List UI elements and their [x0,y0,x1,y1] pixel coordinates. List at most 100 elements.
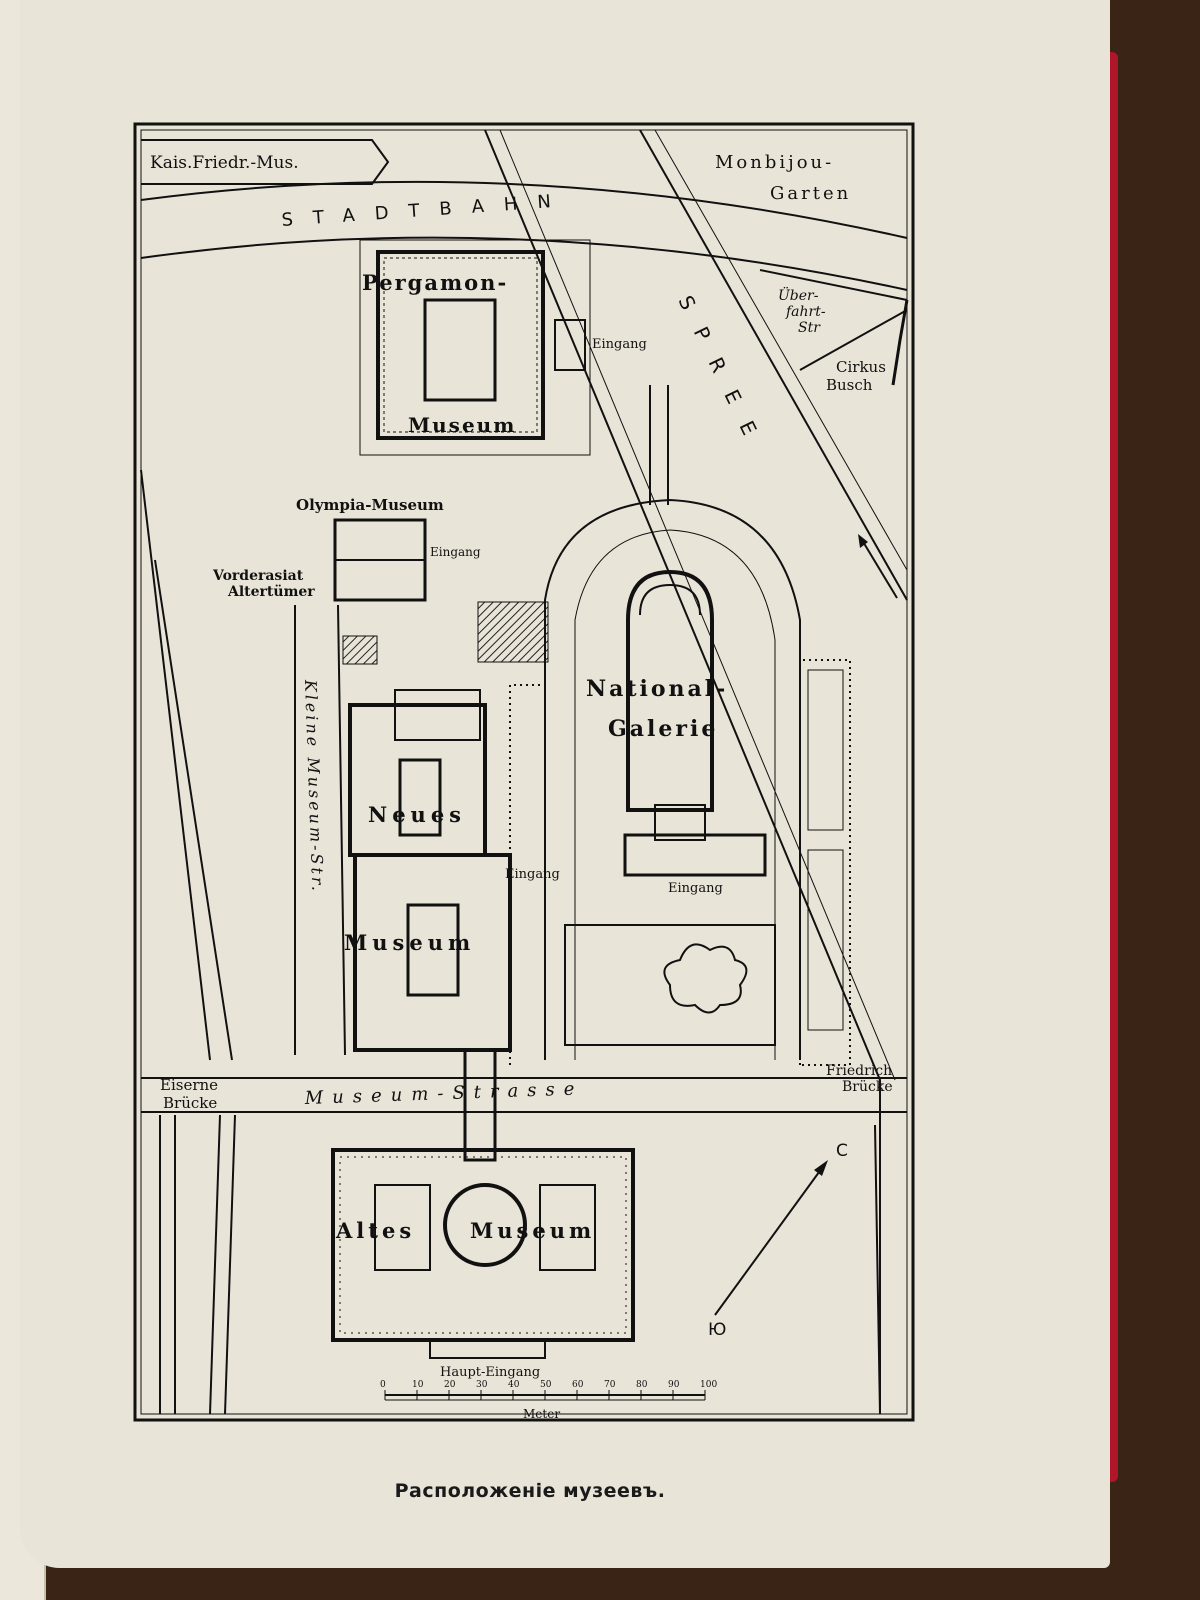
label-compass-north: C [836,1141,848,1161]
label-altertuemer: Altertümer [227,584,315,600]
left-lower-line-3 [209,1114,221,1415]
label-garten: Garten [770,183,851,204]
left-street-line-1 [140,469,211,1061]
hatched-area-large [477,601,549,663]
label-eingang-pergamon: Eingang [592,337,647,352]
river-flow-arrow [861,539,898,599]
label-busch: Busch [826,376,873,394]
fountain [663,943,748,1014]
altes-museum-building [331,1148,635,1342]
scale-tick-label: 50 [540,1380,552,1390]
pergamon-courtyard [423,298,497,402]
stadtbahn-edge-top [140,180,908,239]
label-kleine-museum-str: Kleine Museum-Str. [301,678,327,894]
scale-tick-label: 0 [380,1380,386,1390]
label-monbijou: Monbijou- [715,152,834,173]
label-national: National- [586,676,728,702]
label-stadtbahn: STADTBAHN [281,190,572,231]
label-eingang-national-side: Eingang [505,867,560,882]
neues-museum-north [348,703,487,857]
neues-museum-hall [406,903,460,997]
map-frame [133,122,915,1422]
label-vorderasiat: Vorderasiat [212,568,304,584]
map-caption: Расположеніе музеевъ. [394,1480,666,1502]
galerie-path-outer [544,498,801,1060]
scale-tick-label: 80 [636,1380,648,1390]
pergamon-colonnade [383,257,538,433]
label-altes-museum: Museum [470,1218,595,1243]
scale-tick-label: 60 [572,1380,584,1390]
galerie-stair [654,804,706,841]
colonnade-garden-2 [807,849,844,1031]
right-lower-line [874,1124,881,1415]
altes-museum-rotunda [443,1183,527,1267]
scale-tick-label: 100 [700,1380,717,1390]
neues-museum-south [353,853,512,1052]
label-eiserne: Eiserne [160,1076,218,1094]
galerie-garden [564,924,776,1046]
spree-bank-left-inner [499,129,896,1081]
label-bruecke-right: Brücke [842,1079,893,1095]
label-cirkus: Cirkus [836,358,886,376]
left-lower-line-4 [224,1114,236,1415]
label-pergamon: Pergamon- [362,270,508,295]
connecting-passage [463,1048,497,1162]
label-altes: Altes [335,1218,415,1243]
label-spree: SPREE [674,292,772,459]
spree-bank-right-inner [654,129,908,571]
scale-ticks: 0 10 20 30 40 50 60 70 80 90 100 [380,1380,717,1400]
altes-museum-steps [429,1339,546,1359]
neues-museum-court [398,758,442,837]
galerie-portico [623,833,767,877]
river-flow-arrow-head [858,534,868,548]
left-street-line-2 [154,559,233,1061]
label-bruecke-left: Brücke [163,1094,217,1112]
label-museum-strasse: Museum-Strasse [303,1078,583,1109]
pergamon-building [376,250,545,440]
book-page [20,0,1110,1568]
scale-tick-label: 70 [604,1380,616,1390]
kaiser-friedrich-arrow [141,139,390,185]
label-neues-museum: Museum [344,930,475,955]
label-eingang-national-front: Eingang [668,881,723,896]
label-pergamon-museum: Museum [408,413,516,437]
label-str: Str [798,320,821,336]
label-fahrt: fahrt- [785,304,826,320]
altes-museum-court-right [539,1184,596,1271]
cirkus-edge [891,299,909,386]
hatched-area-small [342,635,378,665]
compass-arrow-line [714,1167,823,1316]
label-ueber: Über- [778,286,819,304]
label-neues: Neues [368,802,466,827]
label-haupt-eingang: Haupt-Eingang [440,1365,540,1380]
label-galerie: Galerie [608,716,718,742]
altes-museum-court-left [374,1184,431,1271]
colonnade-garden-1 [807,669,844,831]
label-friedrich: Friedrich [826,1063,892,1079]
map-frame-inner [140,129,908,1415]
kleine-str-edge-right [337,604,346,1056]
label-kais-friedr-mus: Kais.Friedr.-Mus. [150,153,299,173]
scale-tick-label: 10 [412,1380,424,1390]
scale-tick-label: 90 [668,1380,680,1390]
label-compass-south: Ю [708,1320,726,1340]
ueberfahrt-line-top [759,269,908,301]
scale-tick-label: 20 [444,1380,456,1390]
compass-arrow-head [814,1160,828,1176]
scale-tick-label: 40 [508,1380,520,1390]
label-scale-unit: Meter [523,1407,560,1421]
label-eingang-olympia: Eingang [430,545,481,559]
neues-museum-stairwing [394,689,481,741]
ueberfahrt-line-bottom [799,309,908,371]
scale-tick-label: 30 [476,1380,488,1390]
spree-bank-right [639,129,908,601]
stadtbahn-edge-bottom [140,236,908,291]
label-olympia-museum: Olympia-Museum [296,496,444,514]
pergamon-grounds [359,239,591,456]
spree-bank-left [484,129,881,1414]
pergamon-entrance-wing [554,319,586,371]
national-galerie-building [626,569,714,812]
galerie-path-inner [574,529,776,1060]
